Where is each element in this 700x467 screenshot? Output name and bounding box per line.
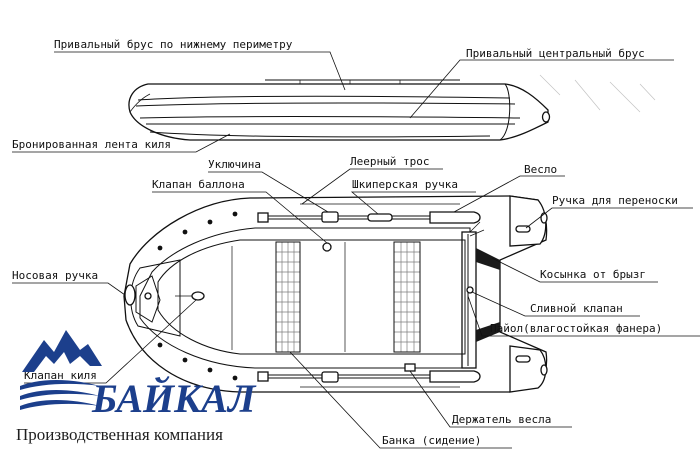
label-drain-valve: Сливной клапан <box>530 302 623 315</box>
label-bow-handle: Носовая ручка <box>12 269 98 282</box>
label-oar-holder: Держатель весла <box>452 413 551 426</box>
label-keel-valve: Клапан киля <box>24 369 97 382</box>
boat-side-view <box>128 74 656 141</box>
logo-subtitle: Производственная компания <box>16 425 223 444</box>
label-oar: Весло <box>524 163 557 176</box>
leader-lines <box>12 51 700 449</box>
label-spray-gusset: Косынка от брызг <box>540 268 646 281</box>
label-keel-tape: Бронированная лента киля <box>12 138 171 151</box>
label-carry-handle: Ручка для переноски <box>552 194 678 207</box>
label-rub-center: Привальный центральный брус <box>466 47 645 60</box>
logo-brand: БАЙКАЛ <box>91 376 257 421</box>
labels: Привальный брус по нижнему периметру При… <box>12 38 678 447</box>
label-bench: Банка (сидение) <box>382 434 481 447</box>
oar-bottom <box>257 370 481 383</box>
oar-top <box>257 211 481 224</box>
label-lifeline: Леерный трос <box>350 155 429 168</box>
label-floor: Пайол(влагостойкая фанера) <box>490 322 662 335</box>
boat-top-view <box>123 195 548 393</box>
baikal-logo: БАЙКАЛ Производственная компания <box>16 330 257 444</box>
label-rub-lower: Привальный брус по нижнему периметру <box>54 38 293 51</box>
mountains-icon <box>20 330 102 410</box>
label-tube-valve: Клапан баллона <box>152 178 245 191</box>
label-skipper-handle: Шкиперская ручка <box>352 178 458 191</box>
label-oarlock: Уключина <box>208 158 261 171</box>
